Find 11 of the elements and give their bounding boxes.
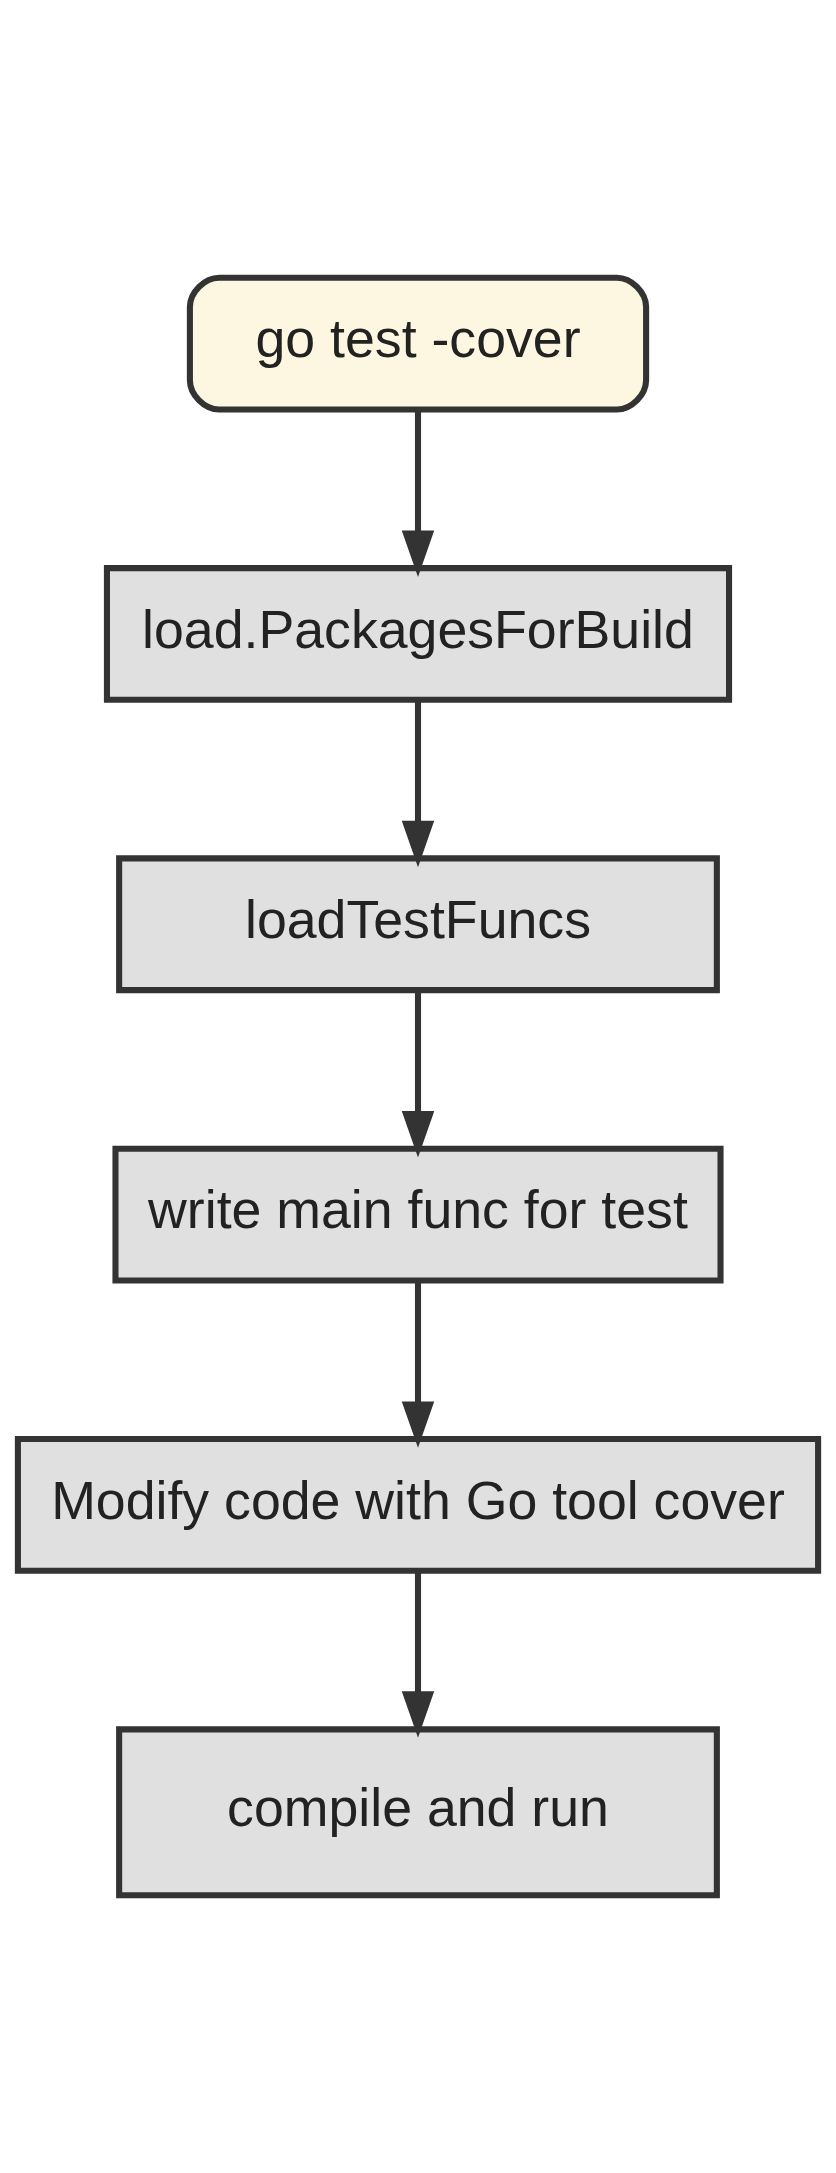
arrow [401,990,435,1158]
node-box: Modify code with Go tool cover [14,1436,822,1574]
arrow [401,1571,435,1738]
node-box: load.PackagesForBuild [103,565,733,703]
node-box: go test -cover [186,274,650,413]
arrow [401,700,435,868]
node-box: compile and run [116,1726,720,1899]
node-box: loadTestFuncs [116,855,720,994]
arrow [401,410,435,577]
node-box: write main func for test [112,1145,724,1284]
arrow [401,1281,435,1448]
